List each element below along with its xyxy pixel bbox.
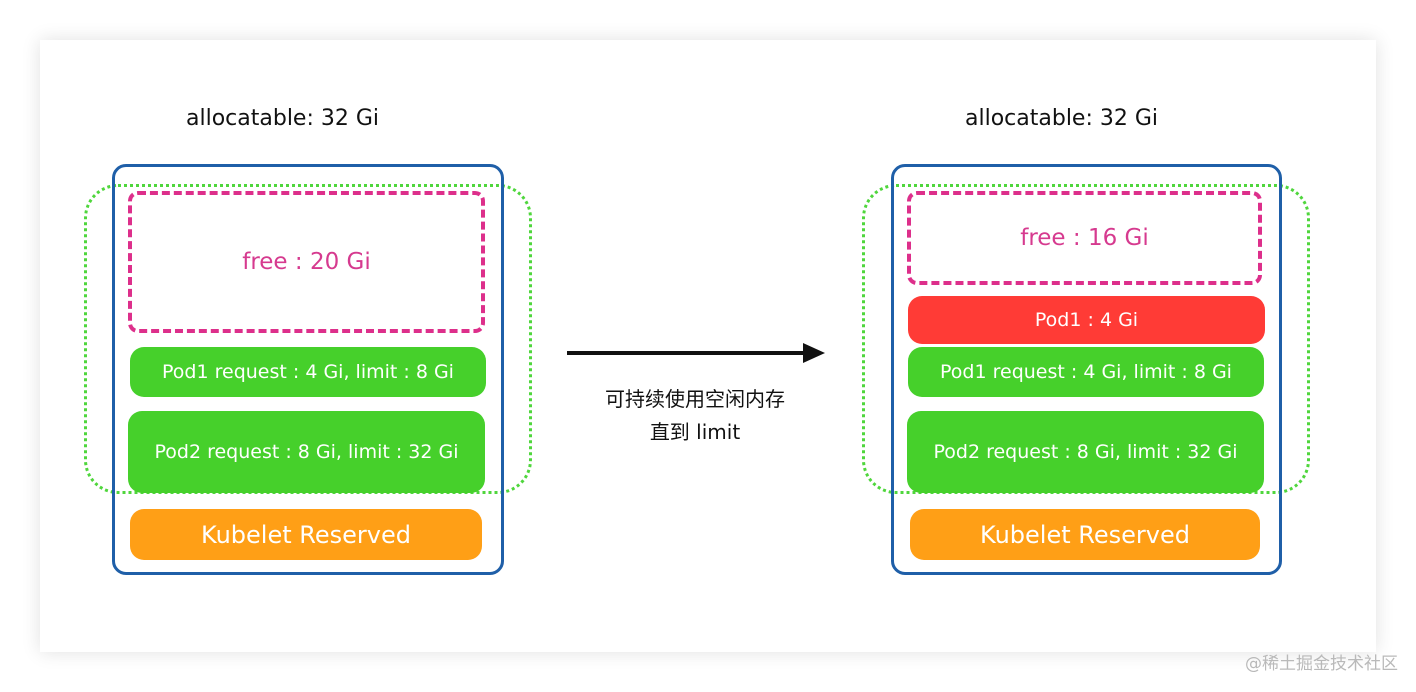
left-free-memory-box: free : 20 Gi — [128, 191, 485, 333]
left-kubelet-reserved-block: Kubelet Reserved — [130, 509, 482, 560]
right-free-memory-box: free : 16 Gi — [907, 191, 1262, 285]
left-pod2-label: Pod2 request : 8 Gi, limit : 32 Gi — [154, 441, 459, 463]
caption-line-2: 直到 limit — [649, 420, 741, 444]
left-pod2-request-block: Pod2 request : 8 Gi, limit : 32 Gi — [128, 411, 485, 493]
right-pod1-usage-block: Pod1 : 4 Gi — [908, 296, 1265, 344]
right-node-frame — [891, 164, 1282, 575]
arrow-right-icon — [803, 343, 825, 363]
right-pod2-label: Pod2 request : 8 Gi, limit : 32 Gi — [933, 441, 1238, 463]
right-allocatable-title: allocatable: 32 Gi — [965, 106, 1159, 131]
left-allocatable-title: allocatable: 32 Gi — [186, 106, 380, 131]
left-pod1-label: Pod1 request : 4 Gi, limit : 8 Gi — [162, 361, 454, 383]
right-free-label: free : 16 Gi — [1020, 225, 1149, 251]
left-free-label: free : 20 Gi — [242, 249, 371, 275]
caption-line-1: 可持续使用空闲内存 — [605, 387, 785, 411]
left-node-frame — [112, 164, 504, 575]
transition-caption: 可持续使用空闲内存 直到 limit — [560, 383, 830, 449]
left-reserved-label: Kubelet Reserved — [201, 520, 411, 549]
right-reserved-label: Kubelet Reserved — [980, 520, 1190, 549]
right-pod1-usage-label: Pod1 : 4 Gi — [1034, 309, 1139, 331]
left-pod1-request-block: Pod1 request : 4 Gi, limit : 8 Gi — [130, 347, 486, 397]
transition-arrow-line — [567, 351, 807, 355]
right-pod1-request-block: Pod1 request : 4 Gi, limit : 8 Gi — [908, 347, 1264, 397]
right-kubelet-reserved-block: Kubelet Reserved — [910, 509, 1260, 560]
watermark: @稀土掘金技术社区 — [1245, 654, 1398, 674]
right-pod2-request-block: Pod2 request : 8 Gi, limit : 32 Gi — [907, 411, 1264, 493]
right-pod1-label: Pod1 request : 4 Gi, limit : 8 Gi — [940, 361, 1232, 383]
